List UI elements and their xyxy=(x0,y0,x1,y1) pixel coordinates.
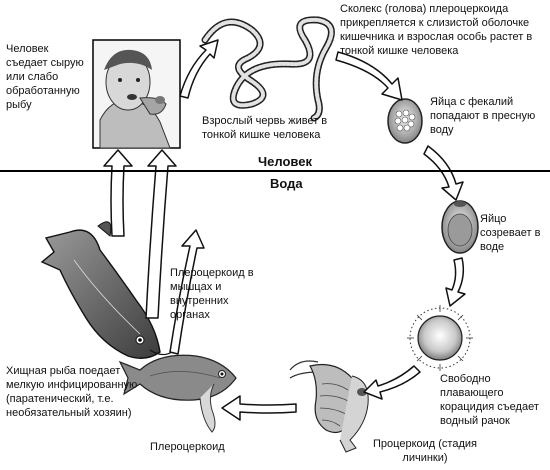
arrow-coracidium-to-copepod xyxy=(363,365,421,400)
maturing-egg xyxy=(441,200,479,254)
label-coracidium: Свободно плавающего корацидия съедает во… xyxy=(440,373,539,427)
arrow-eggs-to-maturing xyxy=(423,145,464,201)
arrow-maturing-to-coracidium xyxy=(445,257,466,307)
zone-human-label: Человек xyxy=(258,154,312,169)
arrow-worm-to-eggs xyxy=(335,51,403,101)
copepod-procercoid xyxy=(289,360,369,453)
arrow-fish-to-human-right xyxy=(145,149,177,319)
coracidium xyxy=(407,305,473,371)
arrow-copepod-to-fish xyxy=(221,395,297,421)
human-portrait xyxy=(92,39,181,149)
arrow-fish-to-human-left xyxy=(103,149,133,237)
arrow-small-to-predator xyxy=(169,229,205,355)
label-plerocercoid: Плероцеркоид xyxy=(150,441,225,453)
label-eggs-feces: Яйца с фекалий попадают в пресную воду xyxy=(430,96,536,136)
eggs-in-feces xyxy=(387,98,423,144)
zone-water-label: Вода xyxy=(270,176,303,191)
label-predator-fish: Хищная рыба поедает мелкую инфицированну… xyxy=(6,365,138,419)
label-egg-matures: Яйцо созревает в воде xyxy=(480,213,541,253)
label-plerocercoid-muscles: Плероцеркоид в мышцах и внутренних орган… xyxy=(170,267,254,321)
cycle-arrows xyxy=(103,39,466,421)
small-fish xyxy=(118,354,237,433)
label-adult-worm: Взрослый червь живет в тонкой кишке чело… xyxy=(202,115,328,141)
label-scolex: Сколекс (голова) плероцеркоида прикрепля… xyxy=(340,3,533,57)
arrow-human-to-worm xyxy=(179,39,219,99)
predator-fish xyxy=(40,221,173,359)
label-procercoid: Процеркоид (стадия личинки) xyxy=(373,438,477,464)
adult-worm xyxy=(201,16,335,122)
label-human-eats: Человек съедает сырую или слабо обработа… xyxy=(6,43,84,111)
human-water-divider xyxy=(0,170,550,172)
